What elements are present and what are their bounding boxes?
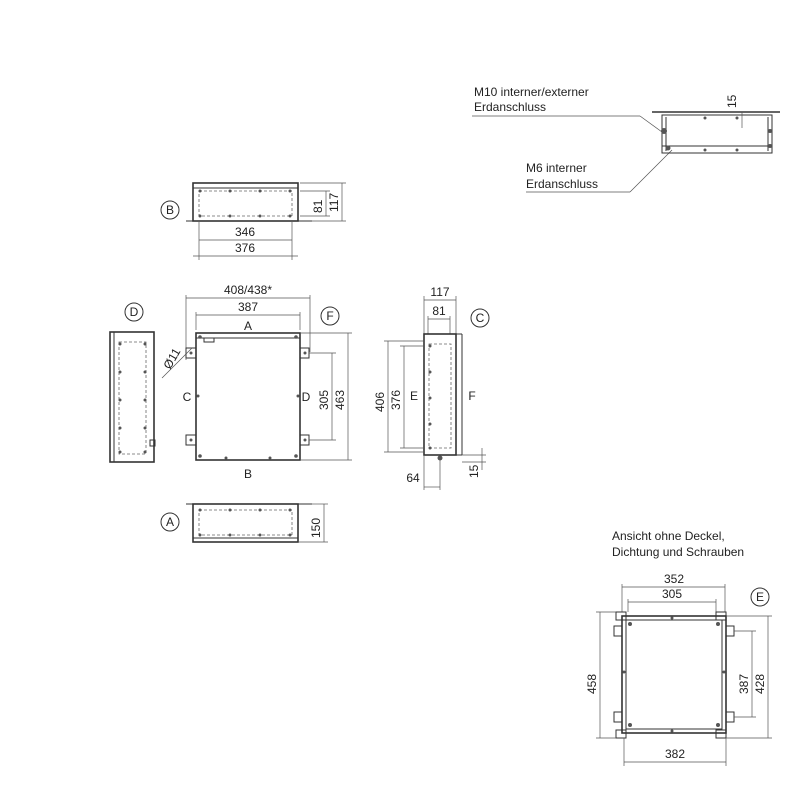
view-b-dim-81: 81 xyxy=(311,199,325,213)
front-dim-463: 463 xyxy=(333,390,347,410)
view-c-dim-117: 117 xyxy=(430,285,449,299)
front-dim-305: 305 xyxy=(317,390,331,410)
front-label-a: A xyxy=(244,319,252,333)
label-view-b: B xyxy=(166,203,174,217)
view-c-dim-376: 376 xyxy=(389,390,403,410)
view-e-dim-305: 305 xyxy=(662,587,682,601)
view-d: D xyxy=(109,302,156,463)
front-dim-overall-width: 408/438* xyxy=(224,283,272,297)
view-b: B 81 117 346 376 xyxy=(160,182,346,260)
label-view-e: E xyxy=(756,590,764,604)
view-e-dim-382: 382 xyxy=(665,747,685,761)
view-e-dim-387: 387 xyxy=(737,674,751,694)
view-b-dim-376: 376 xyxy=(235,241,255,255)
detail-ground-connections: M10 interner/externer Erdanschluss M6 in… xyxy=(472,85,780,193)
view-c-dim-64: 64 xyxy=(406,471,420,485)
label-view-c: C xyxy=(476,311,485,325)
front-dim-width: 387 xyxy=(238,300,258,314)
label-view-d: D xyxy=(130,305,139,319)
view-c-label-f: F xyxy=(468,389,475,403)
view-c-dim-81: 81 xyxy=(432,304,446,318)
note-m6-line2: Erdanschluss xyxy=(526,177,598,191)
note-m10-line1: M10 interner/externer xyxy=(474,85,589,99)
label-view-f: F xyxy=(326,309,333,323)
view-e-dim-458: 458 xyxy=(585,674,599,694)
detail-dim-15: 15 xyxy=(725,94,739,108)
note-m6-line1: M6 interner xyxy=(526,161,587,175)
view-e: Ansicht ohne Deckel, Dichtung und Schrau… xyxy=(585,529,772,766)
view-b-dim-117: 117 xyxy=(327,193,341,212)
view-a: A 150 xyxy=(160,503,328,543)
view-e-dim-428: 428 xyxy=(753,674,767,694)
view-a-dim-150: 150 xyxy=(309,518,323,538)
front-label-b: B xyxy=(244,467,252,481)
view-c: 117 81 C E F 406 376 64 xyxy=(373,285,490,490)
view-c-dim-15: 15 xyxy=(467,464,481,478)
note-ansicht-line1: Ansicht ohne Deckel, xyxy=(612,529,725,543)
label-view-a: A xyxy=(166,515,174,529)
view-e-dim-352: 352 xyxy=(664,572,684,586)
note-m10-line2: Erdanschluss xyxy=(474,100,546,114)
front-label-c: C xyxy=(183,390,192,404)
view-c-label-e: E xyxy=(410,389,418,403)
view-c-dim-406: 406 xyxy=(373,392,387,412)
note-ansicht-line2: Dichtung und Schrauben xyxy=(612,545,744,559)
front-view: 408/438* 387 A B C D F Ø11 xyxy=(160,283,352,481)
front-dim-hole-dia: Ø11 xyxy=(160,345,183,371)
view-b-dim-346: 346 xyxy=(235,225,255,239)
front-label-d: D xyxy=(302,390,311,404)
